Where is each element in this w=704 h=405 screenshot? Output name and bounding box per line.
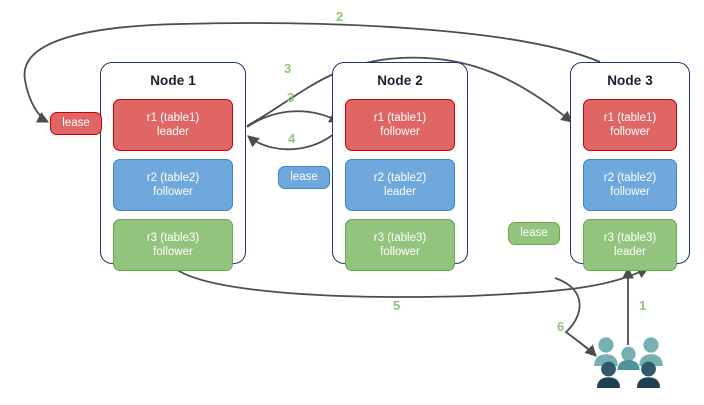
replica-node1-r2-name: r2 (table2): [146, 172, 200, 184]
replica-node3-r1[interactable]: r1 (table1) follower: [583, 99, 677, 151]
edge-3-short-path: [246, 110, 342, 128]
replica-node3-r3-role: leader: [614, 246, 646, 258]
edge-label-6: 6: [557, 319, 565, 334]
replica-node2-r1[interactable]: r1 (table1) follower: [345, 99, 455, 151]
node1-title: Node 1: [150, 73, 196, 88]
edge-label-3-lower: 3: [287, 90, 295, 105]
lease-badge-red-label: lease: [62, 116, 90, 129]
node-box-node3[interactable]: Node 3 r1 (table1) follower r2 (table2) …: [570, 62, 690, 271]
lease-badge-red[interactable]: lease: [50, 112, 102, 135]
replica-node3-r2-role: follower: [610, 186, 650, 198]
users-icon: [594, 337, 663, 388]
replica-node2-r2-name: r2 (table2): [373, 172, 427, 184]
replica-node3-r3-name: r3 (table3): [603, 232, 657, 244]
node2-title: Node 2: [377, 73, 423, 88]
replica-node1-r2[interactable]: r2 (table2) follower: [113, 159, 233, 211]
edge-label-5: 5: [393, 298, 401, 313]
lease-badge-blue[interactable]: lease: [278, 166, 330, 189]
replica-node2-r3[interactable]: r3 (table3) follower: [345, 219, 455, 271]
lease-badge-blue-label: lease: [290, 170, 318, 183]
replica-node2-r3-role: follower: [380, 246, 420, 258]
replica-node1-r1-role: leader: [157, 126, 189, 138]
replica-node2-r1-role: follower: [380, 126, 420, 138]
edge-6-path: [554, 277, 597, 357]
replica-node2-r2-role: leader: [384, 186, 416, 198]
replica-node3-r1-role: follower: [610, 126, 650, 138]
node3-title: Node 3: [607, 73, 653, 88]
replica-node1-r3[interactable]: r3 (table3) follower: [113, 219, 233, 271]
edge-label-3-upper: 3: [284, 61, 292, 76]
replica-node1-r1-name: r1 (table1): [146, 112, 200, 124]
replica-node3-r2-name: r2 (table2): [603, 172, 657, 184]
replica-node3-r2[interactable]: r2 (table2) follower: [583, 159, 677, 211]
replica-node1-r1[interactable]: r1 (table1) leader: [113, 99, 233, 151]
node-box-node2[interactable]: Node 2 r1 (table1) follower r2 (table2) …: [332, 62, 468, 271]
node-box-node1[interactable]: Node 1 r1 (table1) leader r2 (table2) fo…: [100, 62, 246, 271]
edge-label-4: 4: [288, 131, 296, 146]
replica-node2-r1-name: r1 (table1): [373, 112, 427, 124]
replica-node2-r3-name: r3 (table3): [373, 232, 427, 244]
replica-node2-r2[interactable]: r2 (table2) leader: [345, 159, 455, 211]
replica-node1-r3-role: follower: [153, 246, 193, 258]
replica-node3-r1-name: r1 (table1): [603, 112, 657, 124]
lease-badge-green-label: lease: [520, 226, 548, 239]
replica-node1-r2-role: follower: [153, 186, 193, 198]
replica-node3-r3[interactable]: r3 (table3) leader: [583, 219, 677, 271]
edge-label-2: 2: [336, 9, 344, 24]
lease-badge-green[interactable]: lease: [508, 222, 560, 245]
replica-node1-r3-name: r3 (table3): [146, 232, 200, 244]
edge-label-1: 1: [639, 298, 647, 313]
